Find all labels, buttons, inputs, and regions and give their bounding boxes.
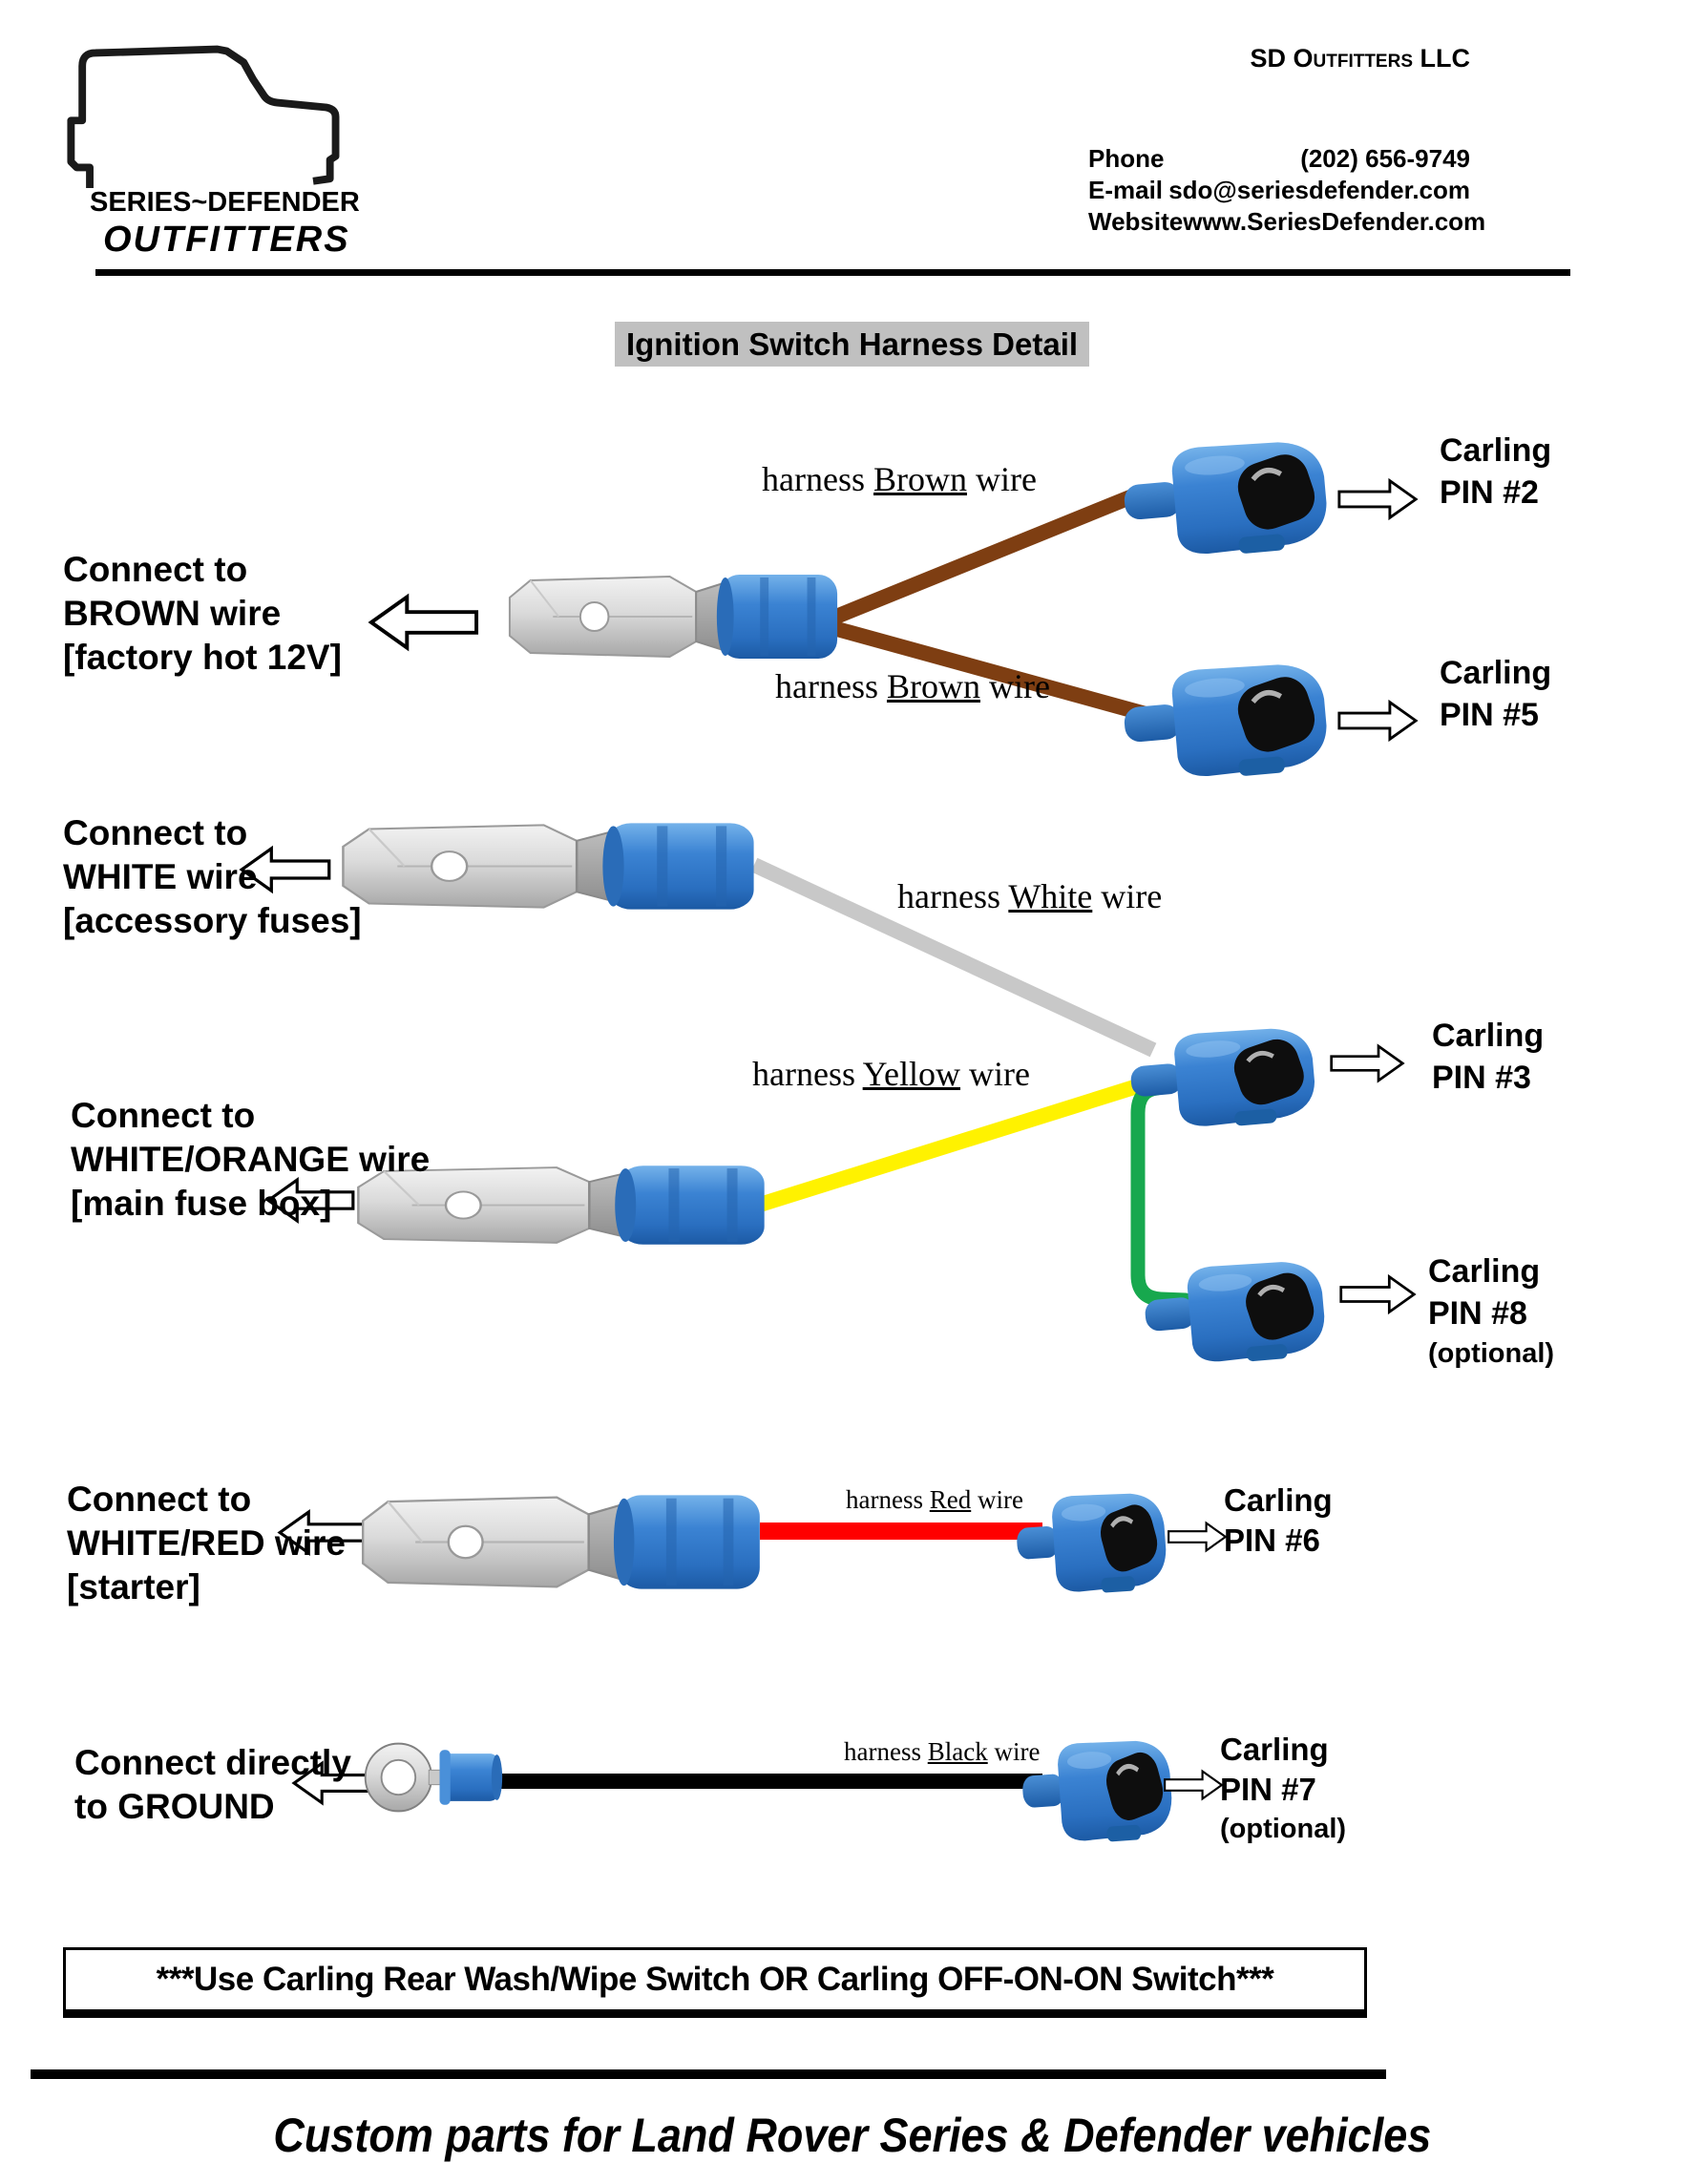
female-connector-pin3 bbox=[1125, 1012, 1325, 1144]
email-value: sdo@seriesdefender.com bbox=[1168, 176, 1470, 204]
footer-tagline-wrap: Custom parts for Land Rover Series & Def… bbox=[0, 2108, 1704, 2163]
switch-note-box: ***Use Carling Rear Wash/Wipe Switch OR … bbox=[63, 1947, 1367, 2018]
female-connector-pin5 bbox=[1117, 645, 1337, 797]
harness-black-label: harness Black wire bbox=[844, 1737, 1041, 1766]
right-arrow-icon bbox=[1163, 1762, 1224, 1808]
right-arrow-icon bbox=[1336, 472, 1419, 527]
website-value: www.SeriesDefender.com bbox=[1183, 207, 1486, 236]
carling-pin5-label: Carling PIN #5 bbox=[1440, 655, 1552, 733]
switch-note-text: ***Use Carling Rear Wash/Wipe Switch OR … bbox=[156, 1961, 1274, 1998]
right-arrow-icon bbox=[1167, 1514, 1228, 1560]
footer-divider bbox=[31, 2069, 1386, 2079]
contact-website: Website www.SeriesDefender.com bbox=[1088, 206, 1485, 238]
harness-white-label: harness White wire bbox=[897, 877, 1163, 915]
male-spade-terminal bbox=[504, 563, 843, 670]
right-arrow-icon bbox=[1336, 693, 1419, 748]
carling-pin7-label: Carling PIN #7 (optional) bbox=[1220, 1732, 1347, 1844]
carling-pin6-label: Carling PIN #6 bbox=[1224, 1482, 1333, 1558]
logo-outfitters-text: OUTFITTERS bbox=[103, 220, 350, 260]
brown-wire-lower bbox=[824, 619, 1148, 722]
header-divider bbox=[95, 269, 1570, 276]
female-connector-pin6 bbox=[1012, 1478, 1174, 1608]
right-arrow-icon bbox=[1329, 1037, 1405, 1090]
connect-label-ground: Connect directly to GROUND bbox=[74, 1743, 351, 1826]
right-arrow-icon bbox=[1338, 1268, 1417, 1321]
website-label: Website bbox=[1088, 207, 1184, 236]
email-label: E-mail bbox=[1088, 176, 1164, 204]
phone-label: Phone bbox=[1088, 144, 1165, 173]
page-title: Ignition Switch Harness Detail bbox=[614, 322, 1090, 367]
left-arrow-icon bbox=[368, 592, 480, 653]
ring-terminal bbox=[361, 1735, 504, 1819]
defender-truck-logo-icon bbox=[67, 45, 340, 189]
harness-yellow-label: harness Yellow wire bbox=[752, 1055, 1030, 1093]
contact-block: Phone (202) 656-9749 E-mail sdo@seriesde… bbox=[1088, 143, 1485, 238]
connect-label-white-red: Connect to WHITE/RED wire [starter] bbox=[67, 1480, 346, 1606]
brown-wire-upper bbox=[823, 485, 1146, 628]
harness-brown-label-2: harness Brown wire bbox=[775, 667, 1050, 705]
harness-brown-label-1: harness Brown wire bbox=[762, 460, 1037, 498]
harness-red-label: harness Red wire bbox=[846, 1485, 1023, 1514]
connect-label-white: Connect to WHITE wire [accessory fuses] bbox=[63, 813, 362, 940]
female-connector-pin7 bbox=[1018, 1725, 1181, 1858]
phone-value: (202) 656-9749 bbox=[1300, 144, 1470, 173]
female-connector-pin8 bbox=[1139, 1245, 1335, 1380]
logo-series-defender-text: SERIES~DEFENDER bbox=[90, 187, 360, 218]
connect-label-white-orange: Connect to WHITE/ORANGE wire [main fuse … bbox=[71, 1096, 431, 1223]
yellow-wire bbox=[757, 1075, 1152, 1212]
male-spade-terminal bbox=[336, 811, 761, 921]
connect-label-brown: Connect to BROWN wire [factory hot 12V] bbox=[63, 550, 342, 677]
carling-pin3-label: Carling PIN #3 bbox=[1432, 1018, 1545, 1096]
footer-tagline: Custom parts for Land Rover Series & Def… bbox=[273, 2109, 1431, 2162]
carling-pin2-label: Carling PIN #2 bbox=[1440, 432, 1552, 511]
carling-pin8-label: Carling PIN #8 (optional) bbox=[1428, 1253, 1555, 1369]
contact-phone: Phone (202) 656-9749 bbox=[1088, 143, 1470, 175]
contact-email: E-mail sdo@seriesdefender.com bbox=[1088, 175, 1470, 206]
male-spade-terminal bbox=[356, 1482, 767, 1602]
company-name: SD Outfitters LLC bbox=[1250, 44, 1471, 73]
female-connector-pin2 bbox=[1117, 423, 1337, 575]
white-wire bbox=[750, 857, 1157, 1058]
